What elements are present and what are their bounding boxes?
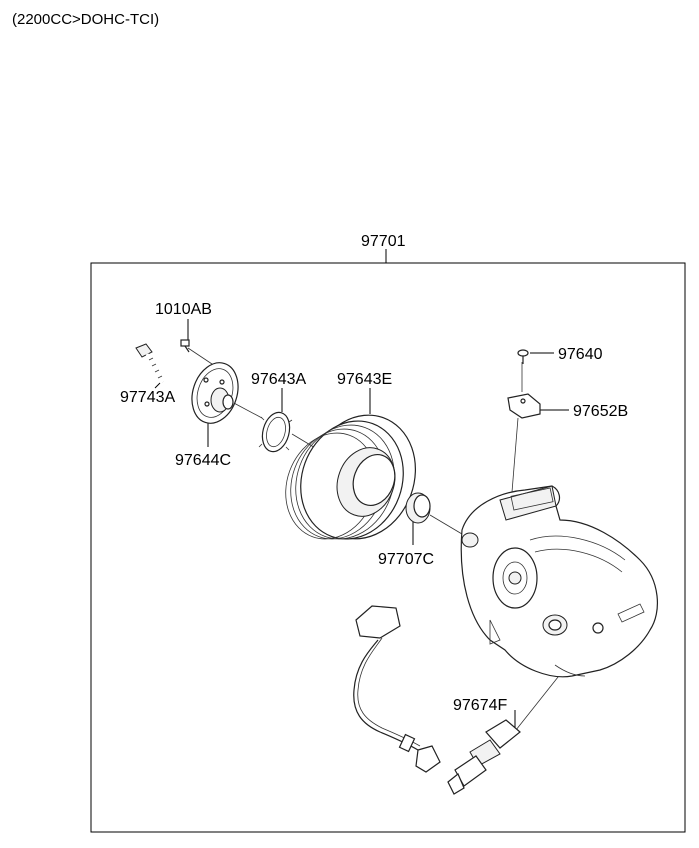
bolt-small-part <box>180 339 190 353</box>
label-bolt-large: 97743A <box>120 389 175 406</box>
sensor-part <box>447 719 521 795</box>
label-bracket: 97652B <box>573 403 628 420</box>
bolt-large-part <box>135 343 165 383</box>
screw-part <box>517 349 529 364</box>
assembly-frame <box>90 262 686 833</box>
bracket-part <box>507 393 541 419</box>
label-pulley: 97643E <box>337 371 392 388</box>
label-shim: 97643A <box>251 371 306 388</box>
hub-part <box>191 362 239 424</box>
pulley-part <box>285 414 417 540</box>
label-assembly: 97701 <box>361 233 406 250</box>
coil-part <box>405 492 431 524</box>
label-screw: 97640 <box>558 346 603 363</box>
label-hub: 97644C <box>175 452 231 469</box>
label-bolt-small: 1010AB <box>155 301 212 318</box>
compressor-body <box>460 485 659 678</box>
engine-spec-header: (2200CC>DOHC-TCI) <box>12 11 160 28</box>
wire-harness-part <box>353 605 441 773</box>
shim-part <box>258 411 293 453</box>
label-coil: 97707C <box>378 551 434 568</box>
label-sensor: 97674F <box>453 697 507 714</box>
